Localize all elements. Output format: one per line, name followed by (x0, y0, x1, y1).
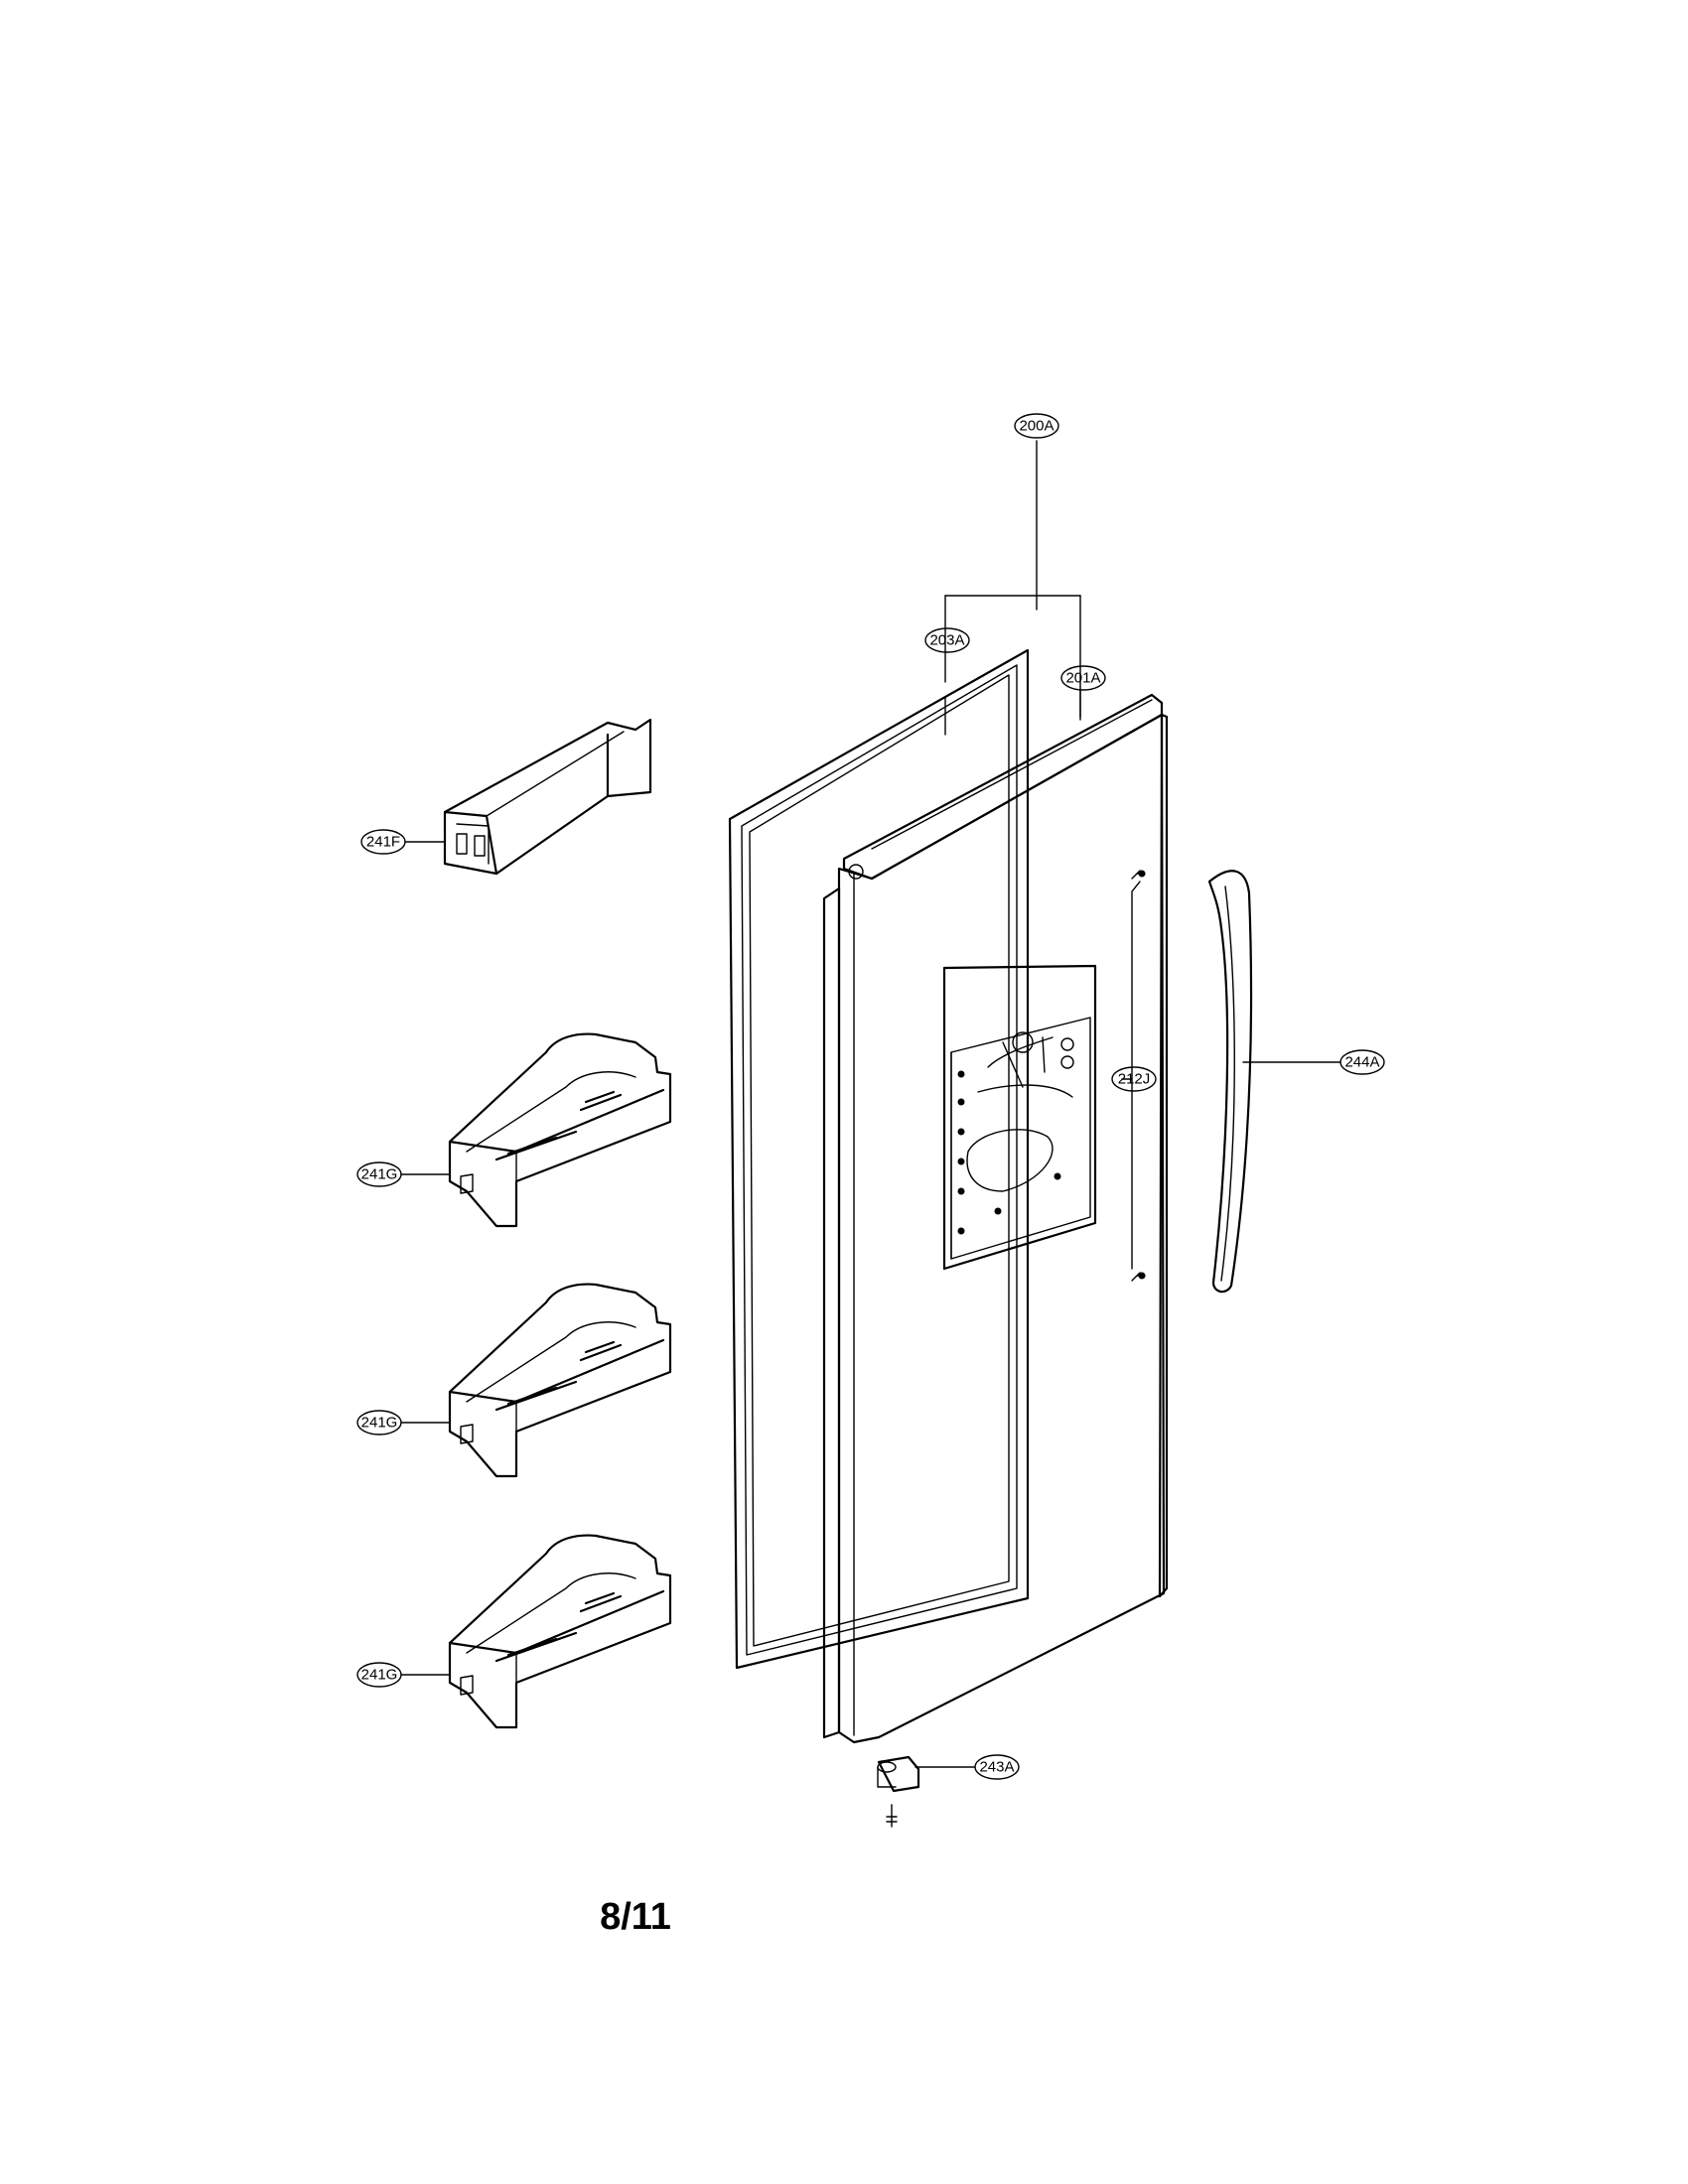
callout-label: 203A (929, 632, 964, 649)
dairy-bin-241F (443, 718, 652, 876)
callout-label: 200A (1019, 418, 1054, 435)
callout-label: 241G (361, 1166, 398, 1183)
callout-label: 244A (1344, 1054, 1379, 1071)
callout-label: 241G (361, 1415, 398, 1432)
callout-243A: 243A (974, 1754, 1020, 1780)
leader-lines (400, 440, 1341, 1768)
callout-label: 243A (979, 1759, 1014, 1776)
handle-screws-212J (1131, 870, 1146, 1282)
door-handle-244A (1207, 870, 1253, 1294)
callout-244A: 244A (1339, 1049, 1385, 1075)
callout-241F: 241F (360, 829, 406, 855)
door-assembly-201A (822, 693, 1169, 1744)
callout-label: 212J (1118, 1071, 1151, 1088)
callout-200A: 200A (1014, 413, 1059, 439)
callout-212J: 212J (1111, 1066, 1157, 1092)
callout-241G-2: 241G (356, 1410, 402, 1435)
hinge-243A (877, 1755, 920, 1828)
callout-241G-3: 241G (356, 1662, 402, 1688)
page-number: 8/11 (600, 1896, 671, 1938)
callout-203A: 203A (924, 627, 970, 653)
callout-label: 241G (361, 1667, 398, 1684)
callout-201A: 201A (1060, 665, 1106, 691)
door-bin-241G-2 (448, 1283, 672, 1478)
callout-241G-1: 241G (356, 1161, 402, 1187)
door-gasket-203A (728, 648, 1030, 1670)
callout-label: 241F (366, 834, 400, 851)
door-bin-241G-1 (448, 1032, 672, 1228)
door-bin-241G-3 (448, 1534, 672, 1729)
callout-label: 201A (1065, 670, 1100, 687)
